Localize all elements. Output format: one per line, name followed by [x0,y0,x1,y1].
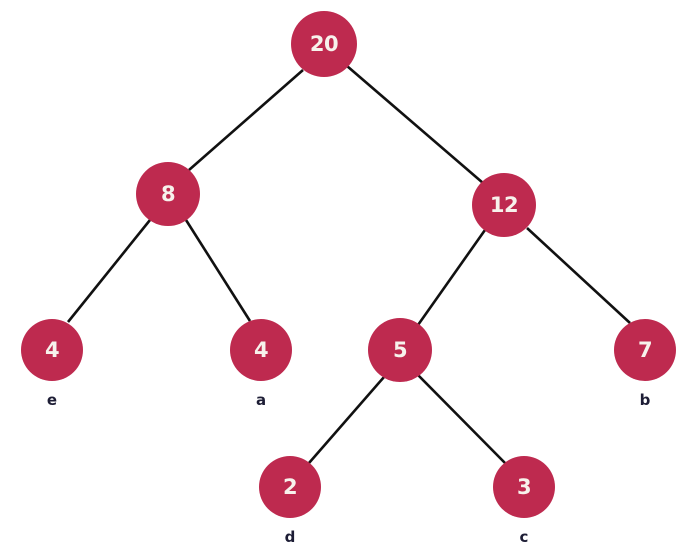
tree-node-caption: b [639,391,651,409]
tree-node-n20[interactable]: 20 [291,11,357,77]
tree-node-value: 4 [44,337,60,362]
tree-node-value: 8 [160,181,176,206]
tree-edge [308,376,385,464]
tree-edge [346,65,484,184]
tree-edge [184,219,252,322]
tree-node-caption: e [46,391,58,409]
tree-node-caption: c [519,528,529,546]
tree-edge [416,229,487,326]
tree-edge [188,69,304,171]
tree-node-caption: a [255,391,267,409]
tree-node-n8[interactable]: 8 [136,162,200,226]
tree-node-n4a[interactable]: 4 [230,319,292,381]
tree-node-value: 12 [489,192,519,217]
tree-node-n3c[interactable]: 3 [493,456,555,518]
tree-node-n5[interactable]: 5 [368,318,432,382]
tree-node-n2d[interactable]: 2 [259,456,321,518]
tree-node-n12[interactable]: 12 [472,173,536,237]
tree-edge [417,374,507,465]
tree-edge [526,227,631,324]
tree-edge [66,219,152,323]
tree-node-caption: d [284,528,296,546]
tree-node-value: 5 [392,337,408,362]
tree-node-n7b[interactable]: 7 [614,319,676,381]
tree-node-value: 2 [282,474,298,499]
tree-node-value: 4 [253,337,269,362]
tree-node-value: 7 [637,337,653,362]
tree-node-value: 20 [309,31,339,56]
tree-node-value: 3 [516,474,532,499]
tree-node-n4e[interactable]: 4 [21,319,83,381]
